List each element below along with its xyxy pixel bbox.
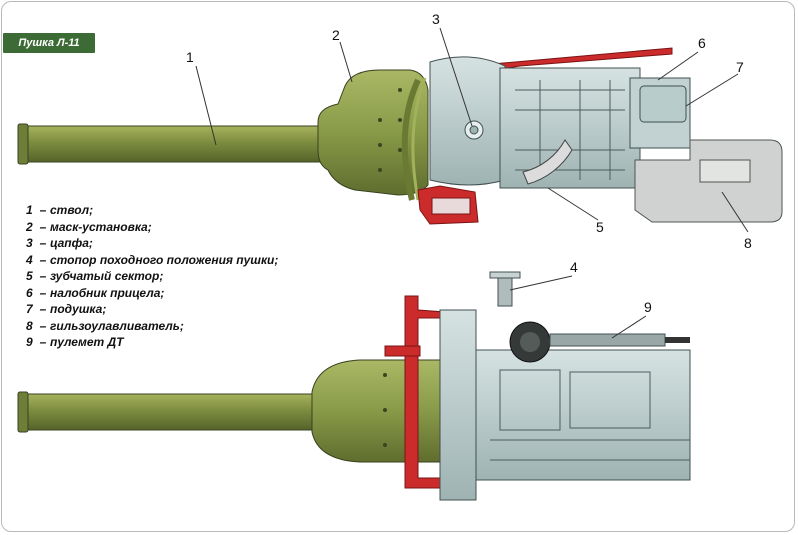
barrel-side bbox=[17, 123, 329, 165]
legend: 1–ствол; 2–маск-установка; 3–цапфа; 4–ст… bbox=[26, 202, 326, 351]
callout-8: 8 bbox=[744, 235, 752, 251]
breech-plate-top bbox=[439, 309, 477, 501]
mantlet-bolts bbox=[378, 88, 402, 172]
legend-item: 7–подушка; bbox=[26, 302, 107, 316]
leader-lines bbox=[195, 27, 749, 339]
callout-2: 2 bbox=[332, 27, 340, 43]
callout-3: 3 bbox=[432, 11, 440, 27]
side-view bbox=[17, 47, 783, 225]
mantlet-side bbox=[317, 69, 429, 196]
figure-title: Пушка Л-11 bbox=[3, 33, 95, 53]
top-view bbox=[17, 271, 691, 501]
legend-item: 2–маск-установка; bbox=[26, 219, 152, 234]
sight-cushion bbox=[639, 85, 687, 123]
mantlet-top bbox=[311, 359, 441, 463]
barrel-top bbox=[17, 391, 323, 433]
legend-item: 5–зубчатый сектор; bbox=[26, 269, 164, 283]
toothed-sector bbox=[522, 139, 573, 185]
travel-lock bbox=[489, 271, 521, 307]
legend-item: 9–пулемет ДТ bbox=[26, 335, 124, 349]
red-mount-top bbox=[404, 295, 446, 489]
callout-5: 5 bbox=[596, 219, 604, 235]
dt-machine-gun bbox=[509, 321, 690, 363]
callout-7: 7 bbox=[736, 59, 744, 75]
callout-4: 4 bbox=[570, 259, 578, 275]
legend-item: 6–налобник прицела; bbox=[26, 285, 165, 300]
legend-item: 4–стопор походного положения пушки; bbox=[26, 252, 279, 267]
legend-item: 3–цапфа; bbox=[26, 236, 93, 250]
callout-9: 9 bbox=[644, 299, 652, 315]
breech-top bbox=[475, 349, 691, 481]
callout-6: 6 bbox=[698, 35, 706, 51]
shield-arc bbox=[401, 78, 421, 201]
callout-1: 1 bbox=[186, 49, 194, 65]
legend-item: 1–ствол; bbox=[26, 203, 94, 217]
legend-item: 8–гильзоулавливатель; bbox=[26, 318, 184, 333]
